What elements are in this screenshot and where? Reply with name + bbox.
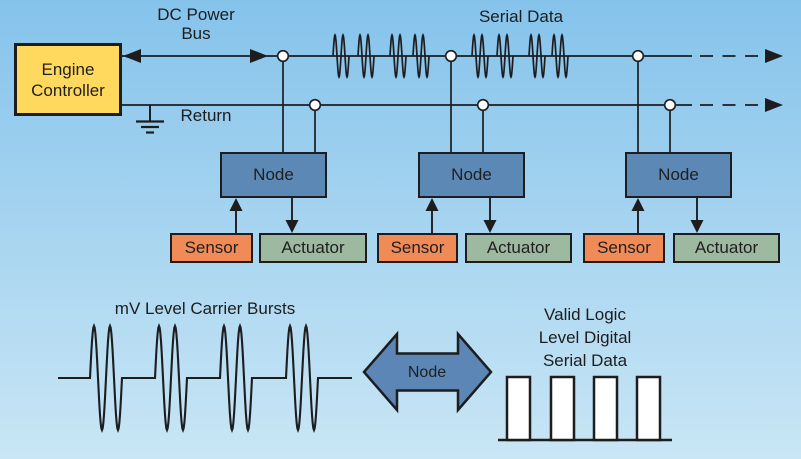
- serial-data-label: Serial Data: [478, 7, 564, 26]
- actuator-label: Actuator: [486, 238, 551, 257]
- digital-pulse-train: [498, 375, 672, 442]
- node-box-3: Node: [625, 152, 732, 198]
- carrier-burst-waveform: [58, 323, 352, 433]
- engine-controller-box: Engine Controller: [14, 43, 122, 116]
- ground-symbol: [136, 105, 164, 134]
- node-label: Node: [451, 165, 492, 184]
- return-line: [122, 98, 783, 112]
- actuator-label: Actuator: [281, 238, 345, 257]
- dc-power-bus-line: [122, 49, 783, 63]
- junction-dots: [276, 49, 677, 112]
- sensor-box-2: Sensor: [377, 233, 458, 263]
- sensor-label: Sensor: [390, 238, 445, 257]
- digital-serial-label: Valid Logic Level Digital Serial Data: [538, 305, 632, 370]
- engine-controller-label: Engine Controller: [31, 59, 105, 100]
- carrier-bursts-label: mV Level Carrier Bursts: [114, 299, 296, 318]
- node-label: Node: [658, 165, 699, 184]
- sensor-label: Sensor: [184, 238, 239, 257]
- actuator-box-2: Actuator: [465, 233, 572, 263]
- return-label: Return: [180, 106, 232, 125]
- actuator-label: Actuator: [694, 238, 759, 257]
- sensor-box-1: Sensor: [170, 233, 253, 263]
- dc-power-bus-label: DC Power Bus: [157, 5, 235, 43]
- bus-serial-bursts: [332, 32, 569, 80]
- node-label: Node: [253, 165, 294, 184]
- node-arrow-label: Node: [407, 364, 447, 381]
- actuator-box-1: Actuator: [259, 233, 367, 263]
- bidirectional-node-arrow: [362, 330, 493, 414]
- sensor-box-3: Sensor: [583, 233, 665, 263]
- actuator-box-3: Actuator: [673, 233, 780, 263]
- sensor-label: Sensor: [597, 238, 651, 257]
- node-box-2: Node: [418, 152, 525, 198]
- node-connectors: [282, 56, 671, 152]
- node-box-1: Node: [220, 152, 327, 198]
- sensor-actuator-arrows: [229, 198, 704, 233]
